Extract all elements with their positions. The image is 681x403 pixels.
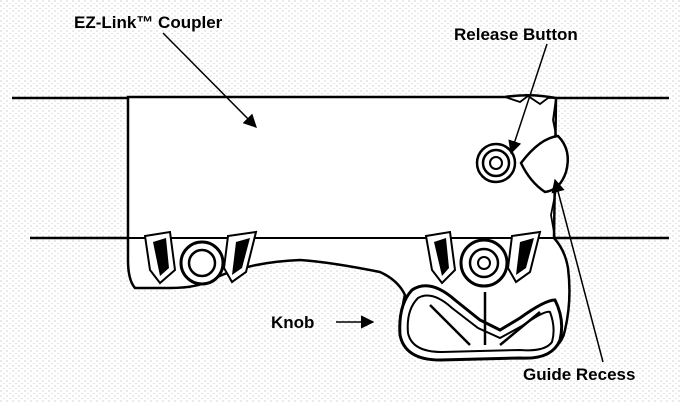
right-clamp xyxy=(424,230,542,288)
knob-label: Knob xyxy=(271,313,314,332)
left-clamp xyxy=(143,230,258,286)
coupler-label: EZ-Link™ Coupler xyxy=(74,13,223,32)
guide-recess xyxy=(519,134,569,194)
release-button-label: Release Button xyxy=(454,25,578,44)
guide-recess-label: Guide Recess xyxy=(523,365,635,384)
rail xyxy=(12,96,669,240)
knob xyxy=(398,284,564,362)
release-button xyxy=(475,142,517,184)
leader-arrows xyxy=(162,32,604,363)
